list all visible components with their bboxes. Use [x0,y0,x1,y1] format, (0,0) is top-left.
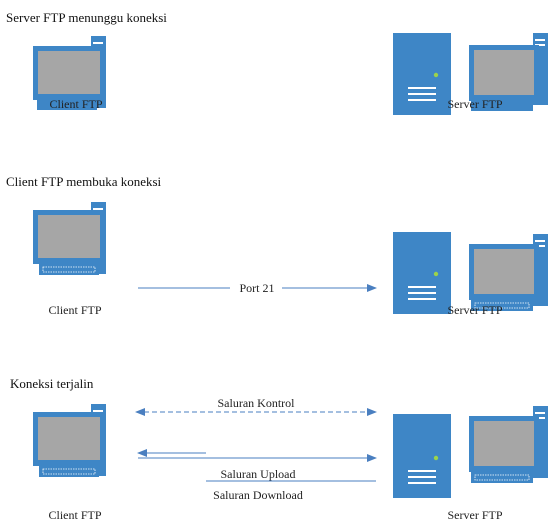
scene-established: Koneksi terjalin Client FTP Saluran Kont… [10,376,548,522]
scene-title: Client FTP membuka koneksi [6,174,162,189]
scene-title: Server FTP menunggu koneksi [6,10,167,25]
client-label: Client FTP [49,97,102,111]
scene-opening: Client FTP membuka koneksi Client FTP Po… [6,174,548,317]
client-label: Client FTP [48,303,101,317]
server-computer-icon [469,33,548,111]
server-icon [393,33,451,115]
scene-title: Koneksi terjalin [10,376,94,391]
scene-waiting: Server FTP menunggu koneksi Client FTP S… [6,10,548,115]
control-channel-label: Saluran Kontrol [218,396,296,410]
client-computer-icon [33,404,106,477]
upload-channel-label: Saluran Upload [221,467,296,481]
server-label: Server FTP [448,303,503,317]
client-computer-icon [33,36,106,110]
server-icon [393,414,451,498]
download-channel-label: Saluran Download [213,488,303,502]
server-label: Server FTP [448,508,503,522]
server-icon [393,232,451,314]
port-label: Port 21 [239,281,274,295]
server-computer-icon [469,234,548,311]
server-computer-icon [469,406,548,483]
server-label: Server FTP [448,97,503,111]
client-label: Client FTP [48,508,101,522]
client-computer-icon [33,202,106,275]
